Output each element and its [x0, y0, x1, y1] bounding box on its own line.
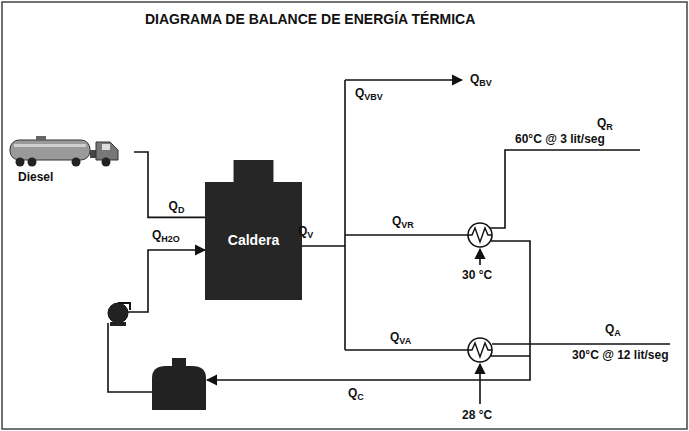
- feed-line: [128, 250, 205, 312]
- condition-label: 30 °C: [462, 268, 492, 282]
- steam-line: [345, 349, 468, 351]
- fuel-line: [134, 152, 205, 217]
- boiler-shape: [205, 160, 302, 300]
- truck-label: Diesel: [6, 130, 134, 184]
- flow-label: QC: [348, 386, 364, 400]
- diagram-title: DIAGRAMA DE BALANCE DE ENERGÍA TÉRMICA: [145, 11, 475, 27]
- heat-exchanger: [468, 338, 492, 362]
- condensate-tank: [152, 358, 206, 410]
- boiler: Caldera: [205, 160, 302, 300]
- feed-line: [108, 323, 152, 392]
- flow-label: QD: [169, 199, 185, 213]
- flow-label: QH2O: [152, 228, 180, 242]
- steam-line: [345, 234, 468, 236]
- boiler-label: Caldera: [205, 160, 302, 248]
- steam-header: [344, 80, 346, 350]
- condition-label: 30°C @ 12 lit/seg: [572, 348, 669, 362]
- steam-line: [345, 79, 462, 81]
- flow-label: QVR: [392, 214, 414, 228]
- condition-label: 60°C @ 3 lit/seg: [515, 132, 605, 146]
- water-line: [479, 364, 481, 404]
- diesel-truck: Diesel: [6, 130, 134, 192]
- water-line: [490, 150, 640, 228]
- pump: [108, 303, 130, 326]
- flow-label: QBV: [470, 72, 492, 86]
- condition-label: 28 °C: [462, 408, 492, 422]
- flow-label: QV: [298, 224, 313, 238]
- water-line: [479, 249, 481, 265]
- flow-label: QVA: [390, 330, 411, 344]
- condensate-line: [491, 355, 530, 357]
- heat-exchanger: [468, 223, 492, 247]
- flow-label: QR: [597, 116, 613, 130]
- water-line: [492, 343, 670, 345]
- flow-label: QVBV: [355, 86, 383, 100]
- flow-label: QA: [605, 322, 621, 336]
